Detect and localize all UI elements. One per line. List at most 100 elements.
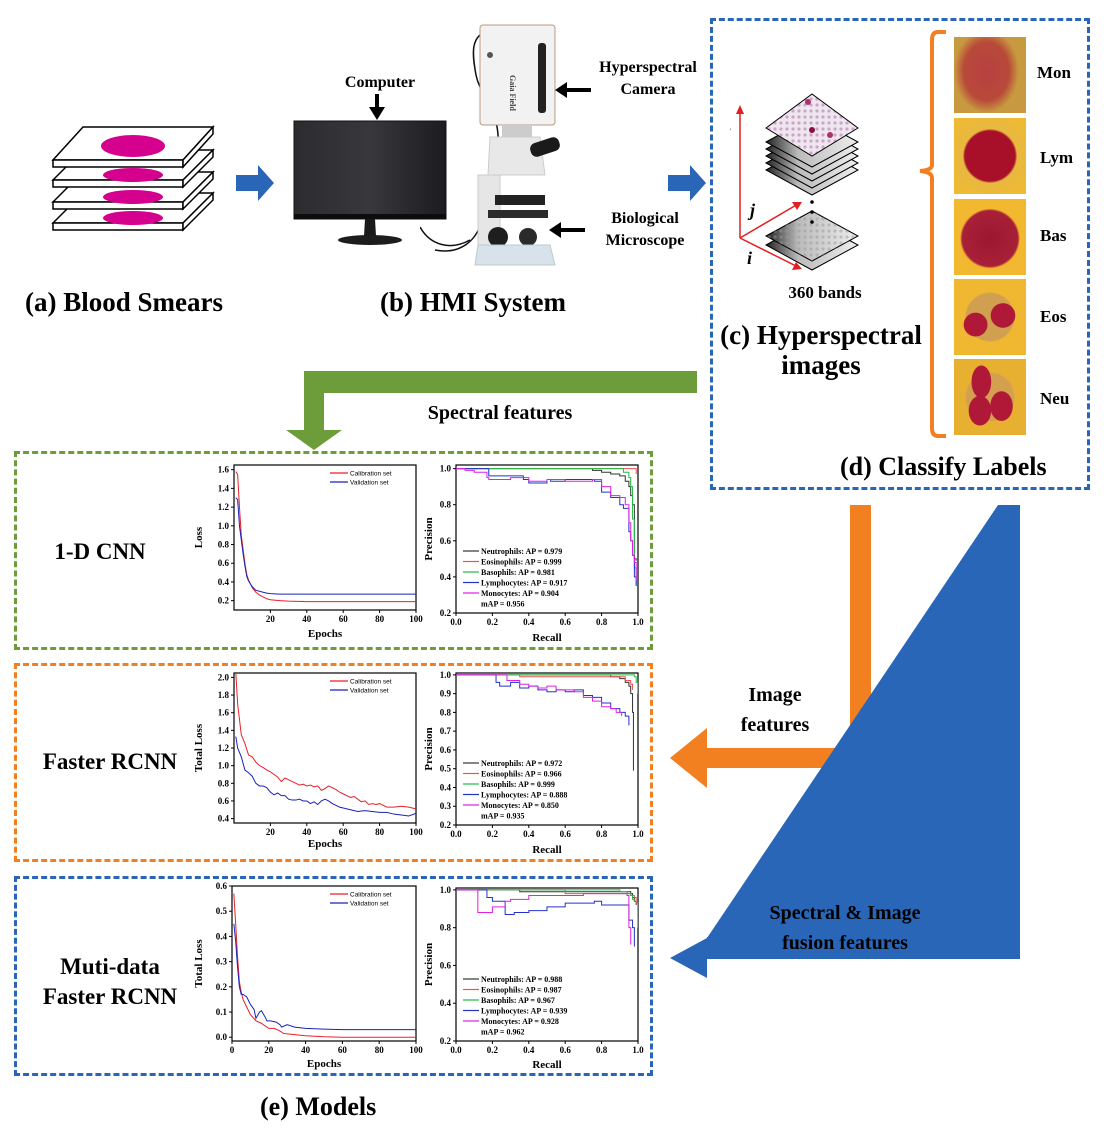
y-tick-label: 1.0 xyxy=(440,464,452,474)
x-tick-label: 0.0 xyxy=(450,617,462,627)
x-tick-label: 40 xyxy=(302,827,312,837)
x-tick-label: 80 xyxy=(375,614,385,624)
panel-b-title: (b) HMI System xyxy=(380,287,566,317)
y-tick-label: 1.6 xyxy=(218,465,230,475)
series-line-calibration xyxy=(235,471,416,603)
y-tick-label: 0.6 xyxy=(440,960,452,970)
series-line-neutrophils xyxy=(456,468,637,561)
panel-c-title-line1: (c) Hyperspectral xyxy=(720,320,922,350)
cell-label-neu: Neu xyxy=(1040,389,1070,408)
y-tick-label: 1.0 xyxy=(440,670,452,680)
axis-label-y: γ xyxy=(730,121,731,141)
computer-label: Computer xyxy=(344,74,416,91)
y-tick-label: 1.6 xyxy=(218,708,230,718)
x-tick-label: 100 xyxy=(409,1045,423,1055)
y-tick-label: 1.2 xyxy=(218,743,230,753)
hyperspectral-camera-and-microscope: Gaia Field xyxy=(420,24,560,266)
smear-2 xyxy=(103,168,163,182)
y-tick-label: 1.0 xyxy=(218,521,230,531)
y-tick-label: 1.0 xyxy=(218,761,230,771)
x-tick-label: 0.0 xyxy=(450,829,462,839)
x-tick-label: 0.2 xyxy=(487,1045,499,1055)
x-tick-label: 0.4 xyxy=(523,829,535,839)
image-features-line2: features xyxy=(740,714,810,736)
y-tick-label: 0.8 xyxy=(218,778,230,788)
series-line-basophils xyxy=(456,889,635,902)
legend-label: Calibration set xyxy=(350,679,392,686)
arrow-right-icon xyxy=(668,165,706,201)
plot-frame xyxy=(233,672,417,824)
x-tick-label: 100 xyxy=(409,827,423,837)
legend-label: Calibration set xyxy=(350,892,392,899)
x-tick-label: 20 xyxy=(266,827,276,837)
band-layer xyxy=(764,210,860,262)
legend-label: Neutrophils: AP = 0.979 xyxy=(481,547,562,556)
x-tick-label: 0.8 xyxy=(596,617,608,627)
y-tick-label: 1.0 xyxy=(440,885,452,895)
legend-label: Basophils: AP = 0.981 xyxy=(481,568,555,577)
legend-label: Monocytes: AP = 0.904 xyxy=(481,589,559,598)
y-tick-label: 1.4 xyxy=(218,725,230,735)
slide-1 xyxy=(51,125,215,169)
x-tick-label: 40 xyxy=(301,1045,311,1055)
camera-label-line2: Camera xyxy=(620,81,676,98)
y-tick-label: 0.5 xyxy=(216,906,228,916)
x-axis-label: Epochs xyxy=(308,838,343,850)
x-tick-label: 60 xyxy=(339,827,349,837)
x-tick-label: 0 xyxy=(230,1045,235,1055)
series-line-calibration xyxy=(235,673,416,810)
y-tick-label: 0.3 xyxy=(216,957,228,967)
series-line-validation xyxy=(233,923,416,1031)
y-tick-label: 0.6 xyxy=(218,796,230,806)
series-line-monocytes xyxy=(456,674,623,717)
microscope-label-line1: Biological xyxy=(611,210,679,227)
map-annotation: mAP = 0.956 xyxy=(481,600,524,609)
blood-smear-slides xyxy=(51,125,215,232)
fusion-features-label: Spectral & Image fusion features xyxy=(745,898,945,958)
y-axis-label: Loss xyxy=(193,526,205,548)
x-tick-label: 0.6 xyxy=(560,1045,572,1055)
legend-label: Lymphocytes: AP = 0.888 xyxy=(481,791,567,800)
y-axis-label: Precision xyxy=(423,943,435,986)
y-tick-label: 0.4 xyxy=(440,572,452,582)
legend-label: Validation set xyxy=(350,480,389,487)
x-tick-label: 0.6 xyxy=(560,829,572,839)
axis-label-i: i xyxy=(747,248,752,268)
y-tick-label: 0.4 xyxy=(218,814,230,824)
orange-arrow xyxy=(670,505,871,788)
x-axis-label: Epochs xyxy=(307,1058,342,1070)
smear-1 xyxy=(101,135,165,157)
x-tick-label: 100 xyxy=(409,614,423,624)
panel-c-title-line2: images xyxy=(781,350,861,380)
y-axis-label: Precision xyxy=(423,517,435,560)
y-axis-label: Precision xyxy=(423,727,435,770)
classify-labels-box xyxy=(710,18,1090,490)
cell-image-monocyte xyxy=(954,37,1026,113)
axis-label-j: j xyxy=(747,200,756,220)
y-tick-label: 1.8 xyxy=(218,690,230,700)
y-tick-label: 0.4 xyxy=(216,931,228,941)
y-tick-label: 0.8 xyxy=(440,500,452,510)
y-tick-label: 0.7 xyxy=(440,726,452,736)
x-tick-label: 20 xyxy=(266,614,276,624)
model-name-1d-cnn: 1-D CNN xyxy=(54,539,146,564)
x-tick-label: 60 xyxy=(339,614,349,624)
series-line-monocytes xyxy=(456,889,632,945)
image-features-line1: Image xyxy=(748,684,802,706)
panel-d-title: (d) Classify Labels xyxy=(840,452,1047,481)
camera-label: Hyperspectral Camera xyxy=(588,57,708,101)
hyperspectral-cube: γ j i xyxy=(730,93,860,271)
x-axis-label: Epochs xyxy=(308,628,343,640)
model-name-faster-rcnn: Faster RCNN xyxy=(42,749,178,774)
plot-frame xyxy=(231,885,417,1042)
x-tick-label: 1.0 xyxy=(632,829,644,839)
y-tick-label: 2.0 xyxy=(218,672,230,682)
